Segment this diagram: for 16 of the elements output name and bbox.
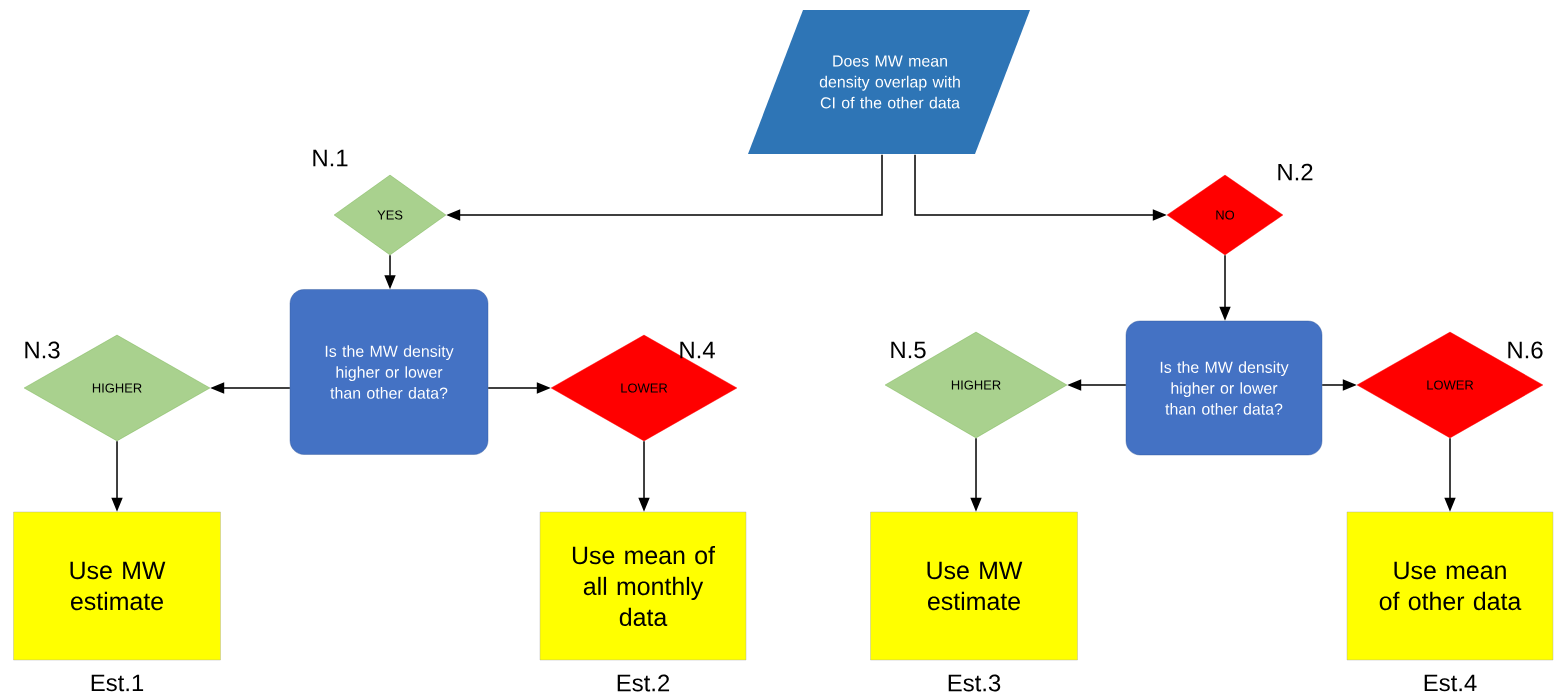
node-label: N.5 — [891, 341, 926, 359]
result-box: Use MW estimate — [870, 511, 1078, 661]
question-box: Is the MW density higher or lower than other data? — [289, 289, 489, 455]
question-box: Is the MW density higher or lower than other data? — [1125, 320, 1323, 456]
parallelogram-box: Does MW mean density overlap with CI of the other data — [748, 10, 1030, 154]
node-label: N.4 — [680, 341, 715, 359]
node-label: Est.2 — [617, 674, 670, 692]
result-box: Use mean of other data — [1346, 511, 1554, 661]
result-box: Use MW estimate — [13, 511, 221, 661]
node-label: Est.4 — [1424, 674, 1477, 692]
result-box: Use mean of all monthly data — [539, 511, 747, 661]
node-label: Est.1 — [91, 674, 144, 692]
node-label: Est.3 — [948, 674, 1001, 692]
node-label: N.6 — [1508, 341, 1543, 359]
node-label: N.1 — [313, 149, 348, 167]
node-label: N.3 — [25, 341, 60, 359]
